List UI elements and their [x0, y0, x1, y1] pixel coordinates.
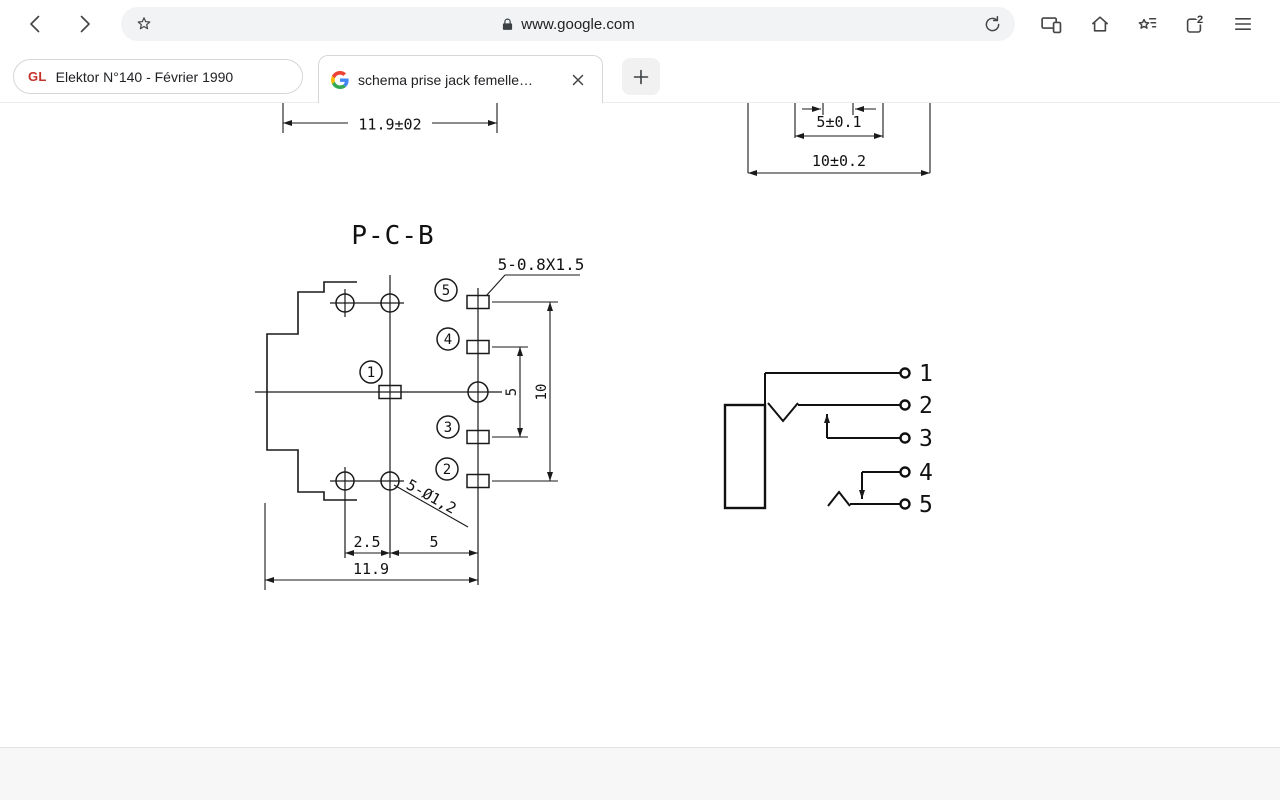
home-button[interactable] — [1080, 4, 1120, 44]
lock-icon — [503, 18, 513, 30]
dimension-label: 11.9 — [353, 560, 389, 578]
pad-size-callout: 5-0.8X1.5 — [485, 255, 585, 297]
tab-count-badge: 2 — [1197, 14, 1203, 26]
back-button[interactable] — [15, 4, 55, 44]
dimension-label: 10 — [534, 384, 550, 401]
dimension-label: 5-Ø1,2 — [403, 476, 459, 518]
url-bar[interactable]: www.google.com — [121, 7, 1015, 41]
vertical-dimensions: 5 10 — [492, 301, 558, 482]
pcb-title: P-C-B — [351, 221, 434, 251]
chevron-right-icon — [80, 15, 90, 33]
devices-icon — [1040, 16, 1061, 33]
hole-size-callout: 5-Ø1,2 — [393, 476, 469, 528]
url-text: www.google.com — [521, 15, 635, 33]
footer-area — [0, 748, 1280, 800]
pin-number: 1 — [367, 365, 375, 381]
dimension-label: 5 — [504, 388, 520, 396]
content-divider — [0, 747, 1280, 748]
pin-label: 1 — [919, 361, 933, 387]
tip-contact — [767, 402, 799, 423]
horizontal-dimensions: 2.5 5 11.9 — [264, 503, 478, 590]
plus-icon — [633, 69, 649, 84]
tab-switcher-button[interactable]: 2 — [1175, 4, 1215, 44]
star-icon — [137, 17, 151, 30]
pin-number: 5 — [442, 283, 450, 299]
star-list-icon — [1138, 18, 1157, 29]
tabs-icon: 2 — [1186, 13, 1205, 33]
close-icon — [572, 74, 584, 85]
schematic-terminals — [899, 367, 911, 510]
result-image[interactable]: 11.9±02 5±0.1 10±0.2 P-C-B — [0, 103, 1280, 747]
page-content: 11.9±02 5±0.1 10±0.2 P-C-B — [0, 103, 1280, 747]
sleeve-contact — [827, 490, 851, 507]
pin-label: 5 — [919, 492, 933, 518]
menu-button[interactable] — [1223, 4, 1263, 44]
bookmark-star-button[interactable] — [134, 14, 154, 34]
pin-number: 2 — [443, 462, 451, 478]
pcb-pin-numbers: 5 4 1 3 2 — [359, 278, 460, 481]
tab-schema-jack[interactable]: schema prise jack femelle… — [318, 55, 603, 103]
tab-close-button[interactable] — [566, 68, 590, 92]
dimension-label: 5±0.1 — [816, 113, 861, 131]
gl-favicon: GL — [28, 69, 47, 84]
pin-label: 4 — [919, 460, 933, 486]
schematic-pin-labels: 1 2 3 4 5 — [919, 361, 933, 518]
tab-strip-divider — [0, 102, 1280, 103]
url-display: www.google.com — [154, 16, 982, 33]
pin-number: 4 — [444, 332, 452, 348]
connector-outline — [266, 281, 357, 501]
dim-top-right: 5±0.1 10±0.2 — [747, 103, 931, 176]
hamburger-icon — [1235, 18, 1251, 30]
jack-schematic: 1 2 3 4 5 — [723, 361, 933, 518]
google-favicon — [331, 70, 349, 89]
dimension-label: 5 — [429, 533, 438, 551]
dimension-label: 5-0.8X1.5 — [498, 255, 585, 274]
refresh-button[interactable] — [982, 14, 1003, 35]
chevron-left-icon — [30, 15, 40, 33]
jack-body — [723, 403, 767, 510]
pin-label: 3 — [919, 426, 933, 452]
favorites-list-button[interactable] — [1127, 4, 1167, 44]
dimension-label: 11.9±02 — [358, 115, 421, 133]
refresh-icon — [985, 15, 1000, 31]
new-tab-button[interactable] — [622, 58, 660, 95]
pcb-layout-drawing: P-C-B — [255, 221, 584, 590]
dim-top-left: 11.9±02 — [282, 103, 498, 133]
forward-button[interactable] — [65, 4, 105, 44]
dimension-label: 2.5 — [353, 533, 380, 551]
browser-toolbar: www.google.com 2 — [0, 0, 1280, 48]
tab-label: schema prise jack femelle… — [358, 71, 534, 88]
tab-label: Elektor N°140 - Février 1990 — [55, 68, 234, 85]
pin-number: 3 — [444, 420, 452, 436]
dimension-label: 10±0.2 — [812, 152, 866, 170]
tab-elektor[interactable]: GL Elektor N°140 - Février 1990 — [13, 59, 303, 94]
pin-label: 2 — [919, 393, 933, 419]
send-to-devices-button[interactable] — [1031, 4, 1071, 44]
home-icon — [1092, 16, 1108, 32]
tab-strip: GL Elektor N°140 - Février 1990 schema p… — [0, 48, 1280, 103]
center-lines — [255, 275, 502, 585]
